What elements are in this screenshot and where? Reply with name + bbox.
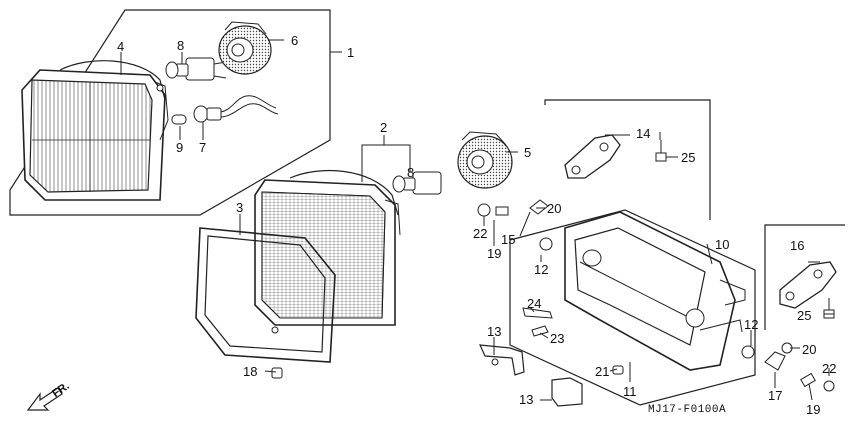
- callout-16: 16: [790, 238, 805, 253]
- callout-11: 11: [623, 384, 637, 399]
- callout-2: 2: [380, 120, 388, 135]
- bulb-8-center: [392, 171, 442, 195]
- bracket-13-lower: [551, 377, 583, 407]
- callout-19-right: 19: [806, 402, 821, 417]
- callout-19-left: 19: [487, 246, 502, 261]
- direction-arrow-icon: [26, 387, 63, 411]
- callout-13-lower: 13: [519, 392, 534, 407]
- callout-22-right: 22: [822, 361, 837, 376]
- callout-18: 18: [243, 364, 258, 379]
- callout-25-right: 25: [797, 308, 812, 323]
- callout-21: 21: [595, 364, 610, 379]
- callout-20-right: 20: [802, 342, 817, 357]
- position-bulb-9: [171, 114, 187, 125]
- callout-1: 1: [347, 45, 355, 60]
- callout-3: 3: [236, 200, 244, 215]
- callout-12-left: 12: [534, 262, 549, 277]
- callout-22-left: 22: [473, 226, 488, 241]
- callout-9: 9: [176, 140, 184, 155]
- callout-23: 23: [550, 331, 565, 346]
- callout-24: 24: [527, 296, 542, 311]
- callout-4: 4: [117, 39, 125, 54]
- callout-25-top: 25: [681, 150, 696, 165]
- socket-7: [193, 95, 279, 123]
- bracket-14: [564, 134, 621, 179]
- callout-8-center: 8: [407, 165, 415, 180]
- bolt-25-right: [823, 298, 835, 319]
- dust-cover-6-top: [218, 21, 272, 75]
- group-box-bracket-16: [764, 224, 845, 330]
- diagram-code: MJ17-F0100A: [648, 404, 727, 416]
- bracket-16: [779, 261, 837, 309]
- group-box-case: [509, 209, 756, 406]
- callout-8-top: 8: [177, 38, 185, 53]
- dust-cover-5: [457, 131, 513, 189]
- bracket-13-upper: [479, 344, 525, 376]
- headlight-case-10: [564, 211, 746, 371]
- callout-7: 7: [199, 140, 207, 155]
- callout-12-right: 12: [744, 317, 759, 332]
- callout-17: 17: [768, 388, 783, 403]
- headlight-lens-4: [21, 60, 169, 201]
- bulb-8-top: [165, 57, 227, 81]
- group-box-headlight-1: [9, 9, 331, 216]
- callout-13-upper: 13: [487, 324, 502, 339]
- callout-5: 5: [524, 145, 532, 160]
- leader-lines: [120, 39, 834, 401]
- group-box-bracket-14: [544, 99, 711, 220]
- callout-10: 10: [715, 237, 730, 252]
- callout-15: 15: [501, 232, 516, 247]
- headlight-rim-3: [195, 227, 336, 363]
- small-fasteners: [271, 199, 835, 392]
- callout-6: 6: [291, 33, 299, 48]
- bolt-25-top: [655, 140, 667, 162]
- callout-14: 14: [636, 126, 651, 141]
- headlight-unit-2: [254, 169, 401, 326]
- callout-20-top: 20: [547, 201, 562, 216]
